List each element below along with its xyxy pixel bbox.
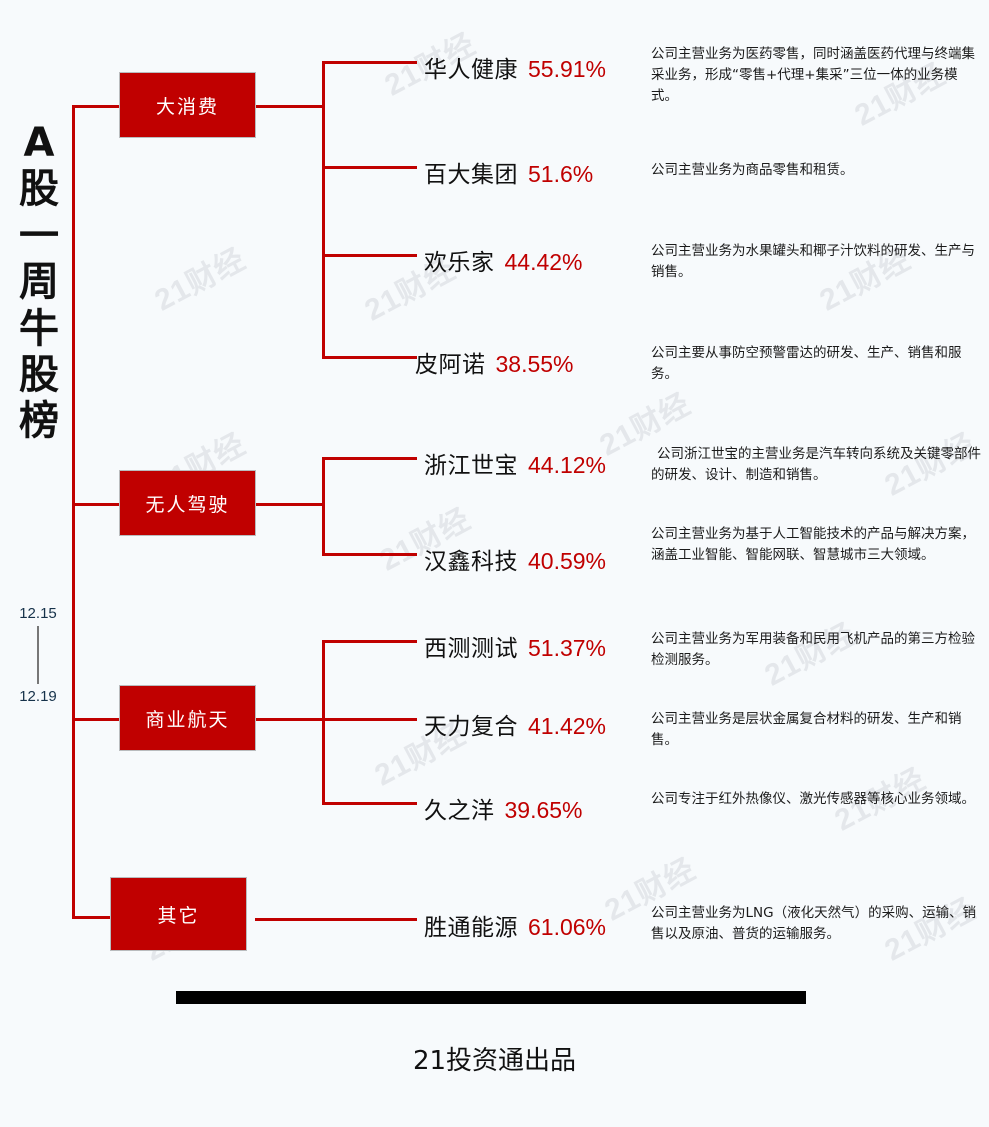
branch-spine [322,61,325,359]
category-box-3[interactable]: 商业航天 [119,685,256,751]
stock-row[interactable]: 天力复合 41.42% [424,707,606,741]
title-char: 榜 [19,398,59,445]
stock-pct: 44.42% [504,249,583,275]
stock-pct: 61.06% [528,914,607,940]
stock-connector [322,553,417,556]
branch-spine [322,457,325,556]
date-divider [37,626,39,684]
stock-name: 胜通能源 [424,915,518,941]
stock-desc: 公司主营业务为LNG（液化天然气）的采购、运输、销售以及原油、普货的运输服务。 [651,905,977,942]
title-char: 周 [19,259,59,306]
stock-row[interactable]: 皮阿诺 38.55% [415,345,574,379]
stock-pct: 40.59% [528,548,607,574]
category-box-4[interactable]: 其它 [110,877,247,951]
stock-row[interactable]: 浙江世宝 44.12% [424,446,606,480]
stock-pct: 51.37% [528,635,607,661]
stock-connector [322,457,417,460]
date-range: 12.15 12.19 [2,605,74,705]
stock-name: 西测测试 [424,636,518,662]
category-label: 大消费 [155,95,219,118]
page-title: A 股 一 周 牛 股 榜 [8,120,70,445]
main-connector [72,718,120,721]
title-char: A [23,120,55,166]
category-connector [255,503,325,506]
stock-name: 欢乐家 [424,250,495,276]
stock-pct: 51.6% [528,161,594,187]
title-char: 一 [19,212,59,259]
category-box-1[interactable]: 大消费 [119,72,256,138]
stock-desc: 公司主营业务为军用装备和民用飞机产品的第三方检验检测服务。 [651,631,975,668]
stock-row[interactable]: 久之洋 39.65% [424,791,583,825]
category-label: 商业航天 [145,708,230,731]
main-connector [72,916,120,919]
stock-connector [322,61,417,64]
stock-row[interactable]: 西测测试 51.37% [424,629,606,663]
stock-row[interactable]: 欢乐家 44.42% [424,243,583,277]
stock-desc: 公司主营业务为医药零售，同时涵盖医药代理与终端集采业务，形成“零售+代理+集采”… [651,46,975,104]
title-char: 股 [19,166,59,213]
stock-row[interactable]: 汉鑫科技 40.59% [424,542,606,576]
footer-divider-bar [176,991,806,1004]
stock-pct: 55.91% [528,56,607,82]
stock-name: 浙江世宝 [424,453,518,479]
stock-connector [322,166,417,169]
stock-pct: 38.55% [495,351,574,377]
stock-desc: 公司主要从事防空预警雷达的研发、生产、销售和服务。 [651,345,962,382]
stock-pct: 44.12% [528,452,607,478]
watermark-text: 21财经 [149,242,252,318]
stock-desc: 公司浙江世宝的主营业务是汽车转向系统及关键零部件的研发、设计、制造和销售。 [651,446,981,483]
stock-name: 汉鑫科技 [424,549,518,575]
main-spine [72,105,75,918]
stock-row[interactable]: 胜通能源 61.06% [424,908,606,942]
stock-desc: 公司主营业务为基于人工智能技术的产品与解决方案，涵盖工业智能、智能网联、智慧城市… [651,526,975,563]
stock-connector [322,718,417,721]
stock-row[interactable]: 百大集团 51.6% [424,155,593,189]
stock-connector [322,640,417,643]
date-end: 12.19 [19,688,57,705]
stock-name: 天力复合 [424,714,518,740]
footer-credit: 21投资通出品 [412,1046,577,1076]
stock-pct: 39.65% [504,797,583,823]
category-connector [255,718,325,721]
category-label: 其它 [157,904,200,927]
title-char: 牛 [19,305,59,352]
category-box-2[interactable]: 无人驾驶 [119,470,256,536]
title-char: 股 [19,351,59,398]
branch-spine [322,640,325,805]
category-label: 无人驾驶 [145,493,230,516]
stock-pct: 41.42% [528,713,607,739]
date-start: 12.15 [19,605,57,622]
stock-connector [322,356,417,359]
stock-name: 皮阿诺 [415,352,486,378]
main-connector [72,503,120,506]
category-connector [255,105,325,108]
stock-desc: 公司主营业务为商品零售和租赁。 [651,162,854,178]
stock-name: 久之洋 [424,798,495,824]
category-connector [255,918,417,921]
stock-desc: 公司主营业务是层状金属复合材料的研发、生产和销售。 [651,711,962,748]
stock-name: 华人健康 [424,57,518,83]
stock-connector [322,802,417,805]
stock-connector [322,254,417,257]
stock-desc: 公司主营业务为水果罐头和椰子汁饮料的研发、生产与销售。 [651,243,975,280]
stock-row[interactable]: 华人健康 55.91% [424,50,606,84]
stock-name: 百大集团 [424,162,518,188]
stock-desc: 公司专注于红外热像仪、激光传感器等核心业务领域。 [651,791,975,807]
main-connector [72,105,120,108]
